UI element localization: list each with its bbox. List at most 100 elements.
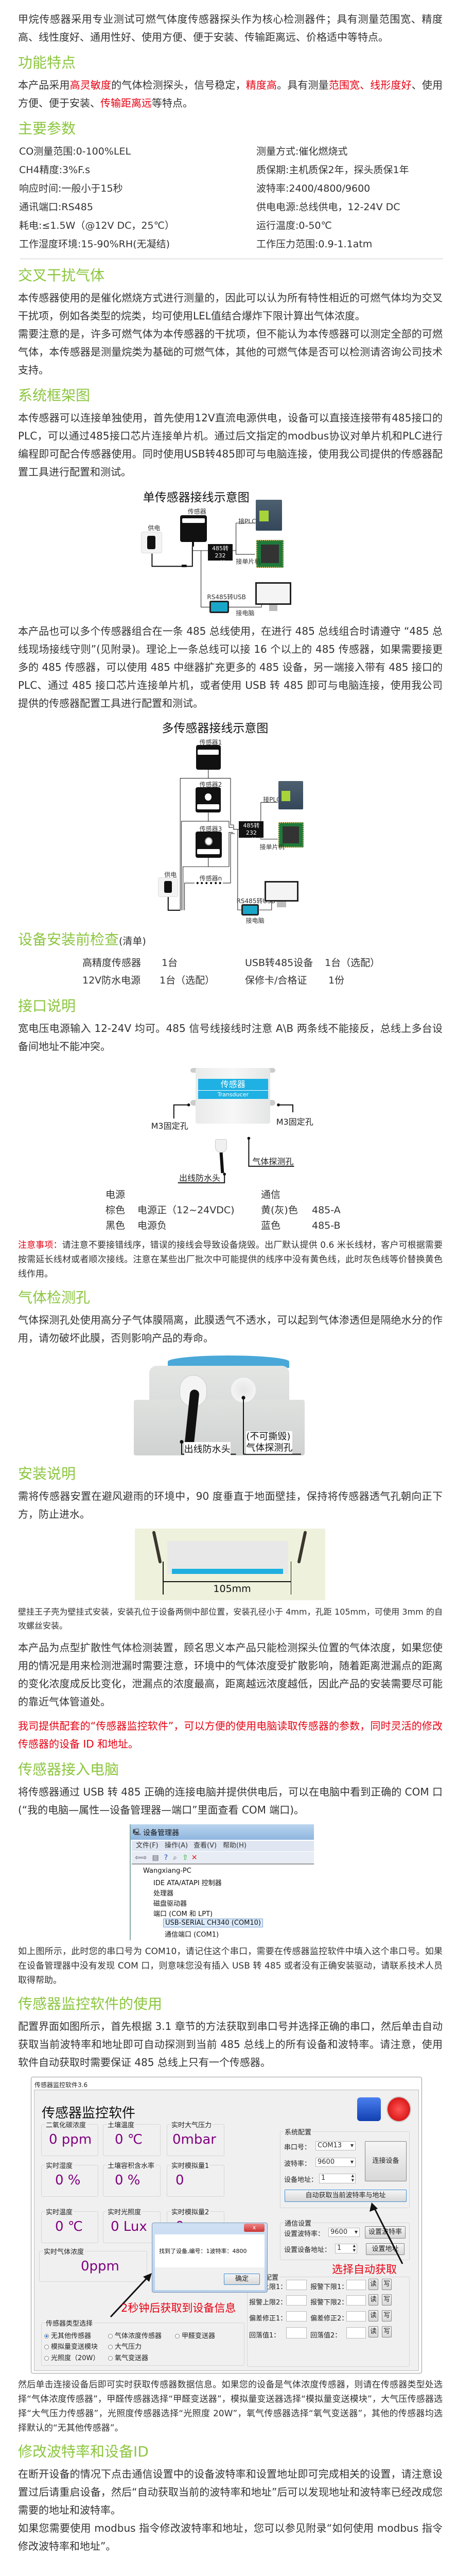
highlight: 精度高: [245, 79, 277, 91]
read-button: 读: [368, 2279, 378, 2290]
monitor-stand: [269, 604, 278, 612]
readout-label: 实时光照度: [107, 2207, 143, 2216]
readout-value: 0 ℃: [115, 2132, 143, 2147]
radio-light: 光照度（20W）: [44, 2352, 99, 2362]
dialog-close-button: x: [244, 2224, 265, 2232]
item-qty: 1台（选配）: [325, 957, 380, 969]
label-hole-right: M3固定孔: [276, 1116, 313, 1127]
text: 的气体检测探头，信号稳定，: [111, 79, 246, 91]
item-qty: 1份: [328, 975, 345, 986]
microcontroller-icon: [256, 540, 284, 568]
param-input: [286, 2295, 307, 2306]
label-sensor-3: 传感器3: [199, 825, 222, 833]
radio-label: 无其他传感器: [51, 2332, 92, 2340]
address-spinner: 1▲▼: [319, 2174, 356, 2183]
readout-value: 0 %: [55, 2173, 81, 2188]
param: CO测量范围:0-100%LEL: [19, 146, 131, 157]
pc-paragraph-1: 将传感器通过 USB 转 485 正确的连接电脑并提供供电后，可以在电脑中看到正…: [18, 1786, 443, 1816]
text: 、使用方便、便于安装、: [18, 79, 443, 109]
readout-label: 实时大气压力: [170, 2120, 213, 2129]
toolbar: ⇦⇨▤?⌕⇧✕: [132, 1852, 314, 1865]
spinner-arrows-icon: ▲▼: [353, 2244, 356, 2252]
microcontroller-icon: [278, 822, 304, 848]
item-name: 12V防水电源: [82, 975, 141, 986]
install-paragraph-3: 本产品为点型扩散性气体检测装置，顾名思义本产品只能检测探头位置的气体浓度，如果您…: [18, 1641, 443, 1708]
device-manager-window: 🖳设备管理器 文件(F)操作(A)查看(V)帮助(H) ⇦⇨▤?⌕⇧✕ Wang…: [130, 1824, 314, 1940]
radio-label: 光照度（20W）: [51, 2354, 100, 2362]
write-button: 写: [382, 2326, 392, 2337]
readout-label: 土壤容积含水率: [107, 2160, 156, 2170]
baud-value: 9600: [318, 2158, 335, 2166]
sensor-enclosure: [167, 1541, 288, 1574]
tree-item-selected: USB-SERIAL CH340 (COM10): [163, 1919, 263, 1927]
label-usb: RS485转USB: [207, 594, 246, 601]
label-en: Transducer: [217, 1091, 249, 1098]
param-label: 报警下限2：: [310, 2299, 348, 2307]
gashole-heading: 气体检测孔: [18, 1289, 91, 1306]
param-input: [286, 2327, 307, 2338]
param-input: [346, 2311, 366, 2321]
label-sensor: 传感器: [187, 508, 206, 515]
wire-color: 蓝色: [261, 1220, 281, 1231]
label-gas-hole: 气体探测孔: [252, 1157, 294, 1167]
wire-func: 485-B: [312, 1220, 341, 1231]
label-cable: 出线防水头: [179, 1173, 221, 1183]
scan-icon: ⌕: [173, 1854, 177, 1862]
label-plate: [172, 1569, 284, 1574]
param-input: [286, 2280, 307, 2290]
install-paragraph-2: 壁挂王子壳为壁挂式安装，安装孔位于设备两侧中部位置，安装孔径小于 4mm，孔距 …: [18, 1607, 443, 1631]
software-paragraph-2: 然后单击连接设备后即可实时获取传感器数据信息。如果您的设备是气体浓度传感器，则请…: [18, 2380, 443, 2433]
wire-func: 电源负: [137, 1220, 167, 1231]
tree-item: 磁盘驱动器: [153, 1900, 187, 1908]
menu-bar: 文件(F)操作(A)查看(V)帮助(H): [132, 1841, 314, 1851]
usb-converter-icon: [241, 904, 259, 916]
radio-label: 气体浓度传感器: [115, 2332, 162, 2340]
param-label: 回落值2：: [310, 2332, 342, 2340]
label-plc: 接PLC: [238, 518, 256, 526]
set-address-button: 设置地址: [366, 2243, 405, 2255]
radio-pressure: 大气压力: [108, 2341, 142, 2351]
found-device-dialog: x 找到了设备,编号：1波特率：4800 确定: [152, 2223, 268, 2293]
wiring-lines: [151, 522, 262, 607]
properties-icon: ▤: [152, 1854, 159, 1862]
computer-monitor-icon: [255, 582, 292, 605]
notice-text: 请注意不要接错线序，错误的接线会导致设备烧毁。出厂默认提供 0.6 米长线材，客…: [18, 1240, 443, 1279]
readout-label: 二氧化碳浓度: [45, 2120, 87, 2129]
label-hole: 气体探测孔: [246, 1442, 293, 1453]
group-title: 传感器类型选择: [45, 2318, 94, 2328]
wire-title: 电源: [106, 1189, 126, 1200]
item-name: USB转485设备: [245, 957, 313, 969]
item-name: 高精度传感器: [82, 957, 142, 969]
back-icon: ⇦: [135, 1854, 141, 1862]
interface-paragraph: 宽电压电源输入 12-24V 均可。485 信号线接线时注意 A\B 两条线不能…: [18, 1022, 443, 1053]
modify-heading: 修改波特率和设备ID: [18, 2443, 149, 2460]
param: 工作压力范围:0.9-1.1atm: [256, 239, 373, 250]
cross-paragraph-1: 本传感器使用的是催化燃烧方式进行测量的，因此可以认为所有特性相近的可燃气体均为交…: [18, 292, 443, 322]
power-outlet-icon: [140, 532, 163, 554]
wire-color: 棕色: [106, 1205, 126, 1216]
notice-label: 注意事项：: [18, 1240, 62, 1250]
readout-value: 0: [175, 2173, 184, 2188]
radio-analog: 模拟量变送模块: [44, 2341, 98, 2351]
set-baud-select: 9600▼: [328, 2228, 360, 2237]
sensor-icon: [195, 831, 222, 858]
address-label: 设备地址：: [284, 2176, 318, 2184]
converter-label: 485转232: [212, 545, 228, 559]
modify-paragraph-2: 如果您需要使用 modbus 指令修改波特率和地址，您可以参见附录“如何使用 m…: [18, 2522, 443, 2552]
radio-label: 模拟量变送模块: [51, 2343, 98, 2351]
wire-color: 黑色: [106, 1220, 126, 1231]
plc-icon: [278, 781, 304, 810]
param: 响应时间:一般小于15秒: [19, 183, 123, 194]
set-baud-label: 设置波特率：: [284, 2230, 325, 2238]
computer-icon: 🖳: [133, 1828, 142, 1836]
usb-converter-icon: [209, 601, 229, 614]
heading-suffix: (清单): [119, 936, 146, 947]
radio-icon: [108, 2334, 113, 2338]
monitor-stand: [277, 902, 287, 907]
